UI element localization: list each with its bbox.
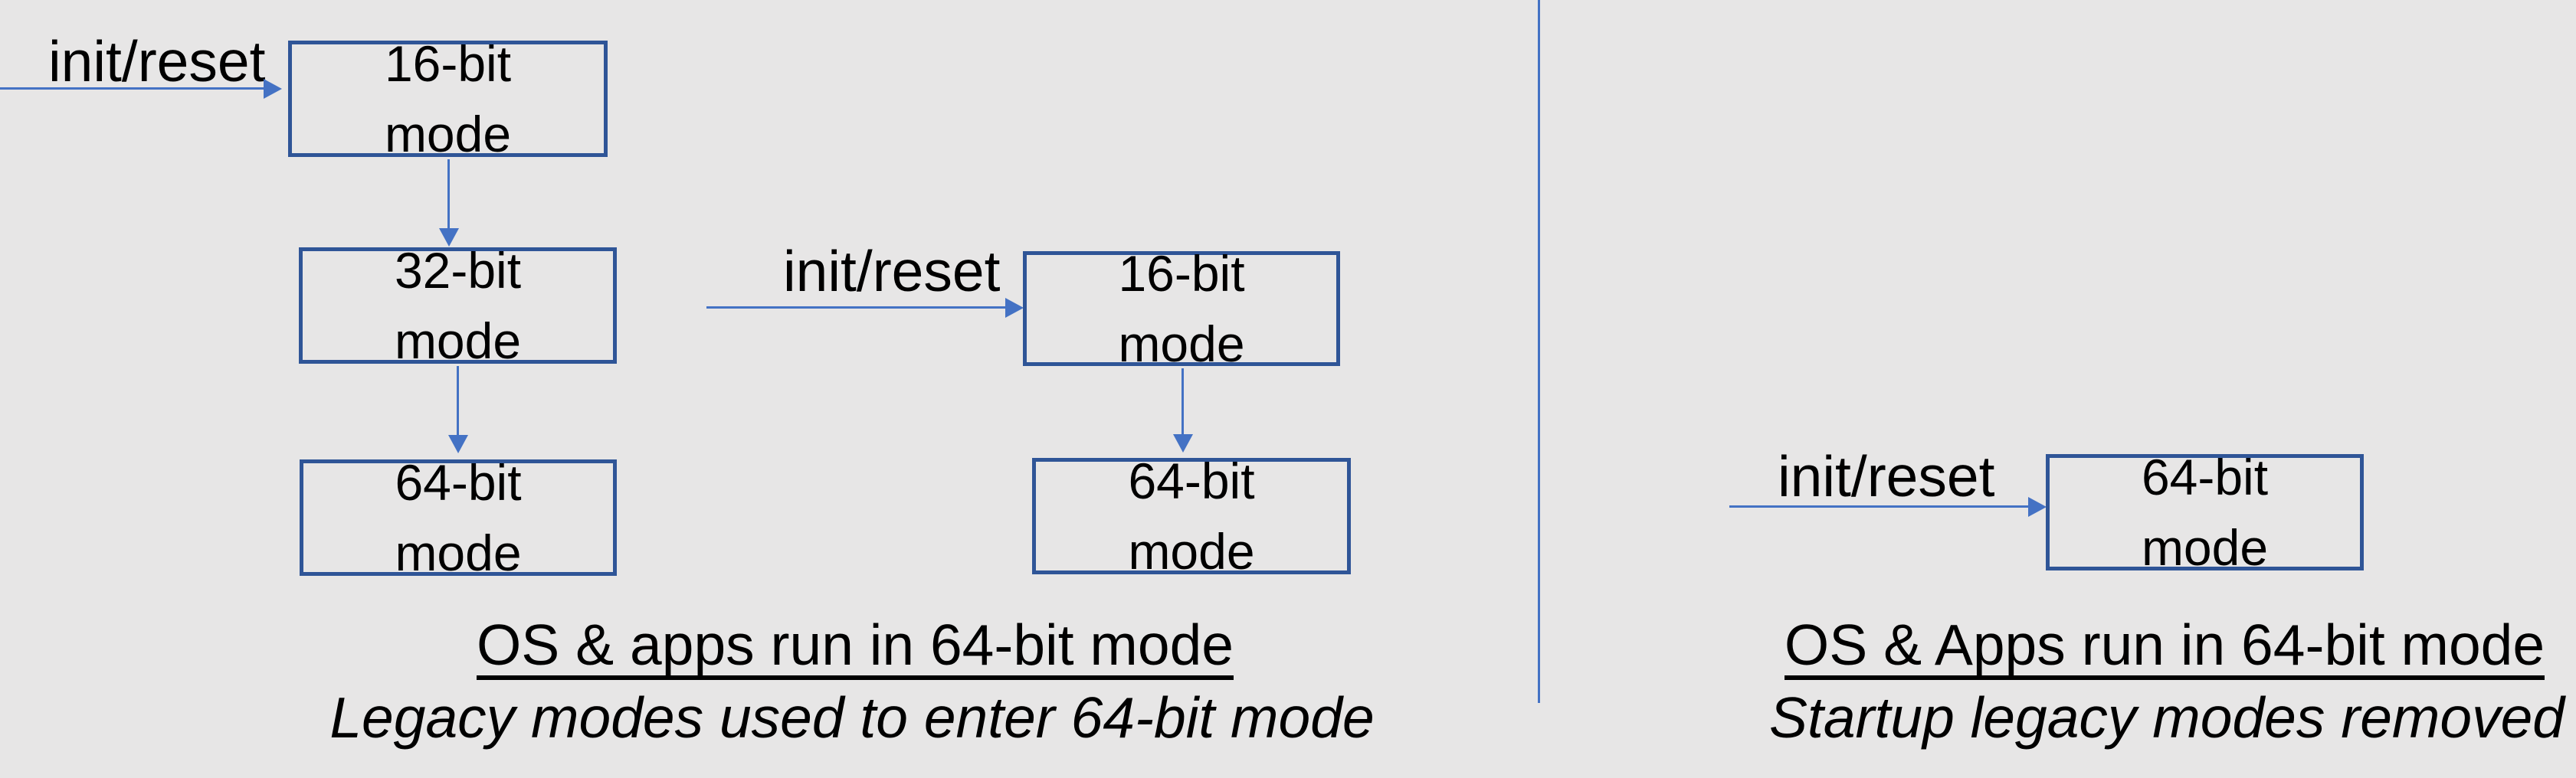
caption-underlined-text: OS & apps run in 64-bit mode [476,616,1234,680]
box-text-line1: 64-bit [2141,449,2269,505]
caption-os-apps-run-64bit: OS & apps run in 64-bit mode [475,616,1235,680]
box-text-line2: mode [384,106,512,162]
box-text-line1: 32-bit [394,242,522,299]
arrow-head-down-icon [1173,434,1193,453]
box-text-line1: 16-bit [384,35,512,92]
init-reset-label: init/reset [783,239,1001,303]
arrow-head-right-icon [2028,497,2047,517]
flow-arrow-16-to-32-line [447,159,450,228]
box-16bit-mode: 16-bit mode [1023,245,1340,372]
init-reset-label: init/reset [48,29,266,93]
init-reset-label: init/reset [1778,444,1995,508]
init-reset-arrow-line [706,306,1005,309]
box-32bit-mode: 32-bit mode [299,242,617,369]
caption-legacy-modes-note: Legacy modes used to enter 64-bit mode [329,685,1375,750]
box-text-line1: 64-bit [1128,453,1255,509]
box-text-line1: 64-bit [395,454,522,511]
box-64bit-mode: 64-bit mode [1032,453,1351,580]
box-text-line2: mode [1128,523,1255,580]
box-text-line2: mode [394,312,522,369]
init-reset-arrow-line [0,87,264,90]
box-text-line1: 16-bit [1118,245,1245,302]
arrow-head-down-icon [448,435,468,453]
flow-arrow-32-to-64-line [457,366,459,435]
box-64bit-mode: 64-bit mode [2046,449,2364,576]
arrow-head-down-icon [439,228,459,247]
box-text-line2: mode [1118,315,1245,372]
box-text-line2: mode [2141,519,2269,576]
caption-startup-legacy-removed: Startup legacy modes removed [1768,685,2565,750]
caption-os-apps-run-64bit-right: OS & Apps run in 64-bit mode [1781,616,2548,680]
box-text-line2: mode [395,525,522,581]
arrow-head-right-icon [1005,298,1024,318]
caption-underlined-text: OS & Apps run in 64-bit mode [1784,616,2545,680]
box-16bit-mode: 16-bit mode [288,35,608,162]
arrow-head-right-icon [264,79,282,99]
section-divider-line [1538,0,1540,703]
box-64bit-mode: 64-bit mode [300,454,617,581]
flow-arrow-16-to-64-line [1181,368,1184,434]
init-reset-arrow-line [1729,505,2028,508]
